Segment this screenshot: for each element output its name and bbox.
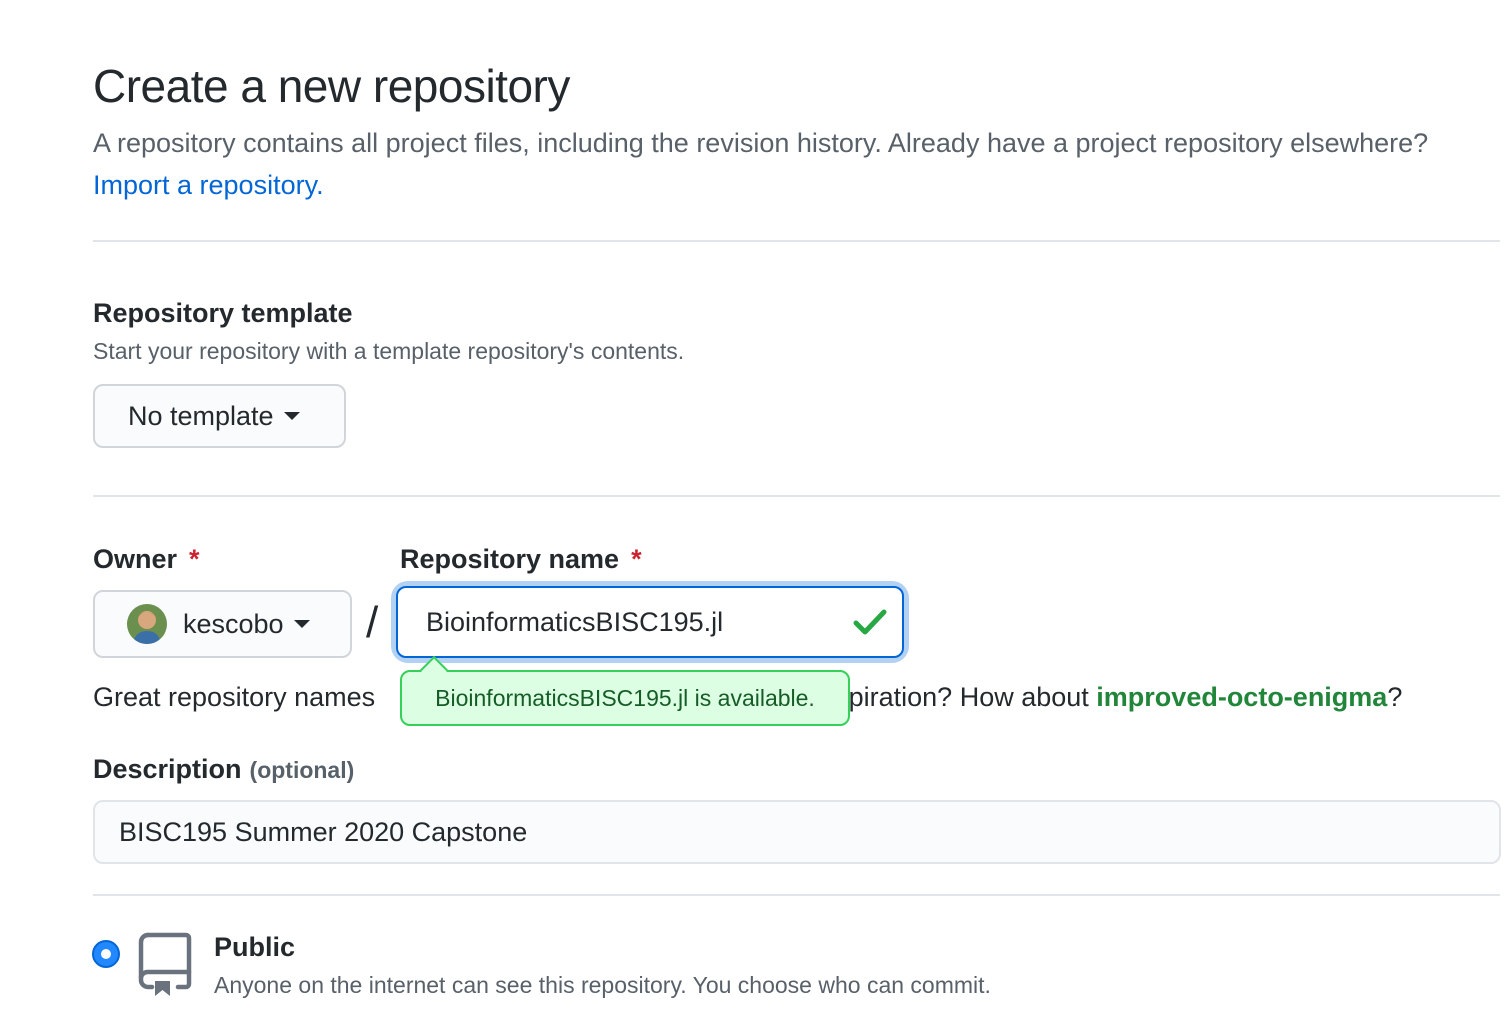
divider (93, 495, 1500, 497)
page-title: Create a new repository (93, 60, 570, 112)
repo-name-input[interactable] (396, 586, 904, 658)
template-note: Start your repository with a template re… (93, 338, 685, 364)
owner-select-button[interactable]: kescobo (93, 590, 352, 658)
template-select-label: No template (128, 400, 274, 431)
intro-text: A repository contains all project files,… (93, 122, 1473, 206)
public-radio[interactable] (92, 940, 120, 968)
hint-end: ? (1387, 682, 1403, 712)
description-input[interactable] (93, 800, 1501, 864)
avatar (127, 604, 167, 644)
template-heading: Repository template (93, 298, 353, 328)
public-option-title: Public (214, 932, 296, 962)
intro-description: A repository contains all project files,… (93, 128, 1429, 158)
repo-icon (138, 932, 192, 996)
chevron-down-icon (283, 412, 300, 420)
repo-name-hint: Great repository names spiration? How abo… (93, 680, 1402, 714)
repo-name-label: Repository name * (400, 542, 642, 576)
repo-name-label-text: Repository name (400, 544, 620, 574)
availability-text: BioinformaticsBISC195.jl is available. (435, 684, 815, 711)
hint-suffix: spiration? How about (835, 682, 1089, 712)
required-asterisk: * (631, 544, 642, 574)
import-repository-link[interactable]: Import a repository. (93, 170, 324, 200)
divider (93, 894, 1500, 896)
owner-label: Owner * (93, 542, 200, 576)
description-label-text: Description (93, 754, 242, 784)
description-label: Description (optional) (93, 752, 354, 787)
repo-name-field (396, 586, 904, 658)
owner-name: kescobo (183, 608, 284, 639)
radio-selected-dot (101, 949, 111, 959)
availability-tooltip: BioinformaticsBISC195.jl is available. (400, 670, 850, 726)
owner-label-text: Owner (93, 544, 178, 574)
required-asterisk: * (189, 544, 200, 574)
optional-tag: (optional) (249, 757, 355, 783)
chevron-down-icon (293, 620, 310, 628)
owner-repo-separator: / (366, 598, 379, 647)
public-option-description: Anyone on the internet can see this repo… (214, 972, 991, 998)
template-select-button[interactable]: No template (93, 384, 346, 448)
divider (93, 240, 1500, 242)
check-icon (853, 609, 887, 635)
name-suggestion-link[interactable]: improved-octo-enigma (1096, 682, 1388, 712)
hint-prefix: Great repository names (93, 682, 376, 712)
